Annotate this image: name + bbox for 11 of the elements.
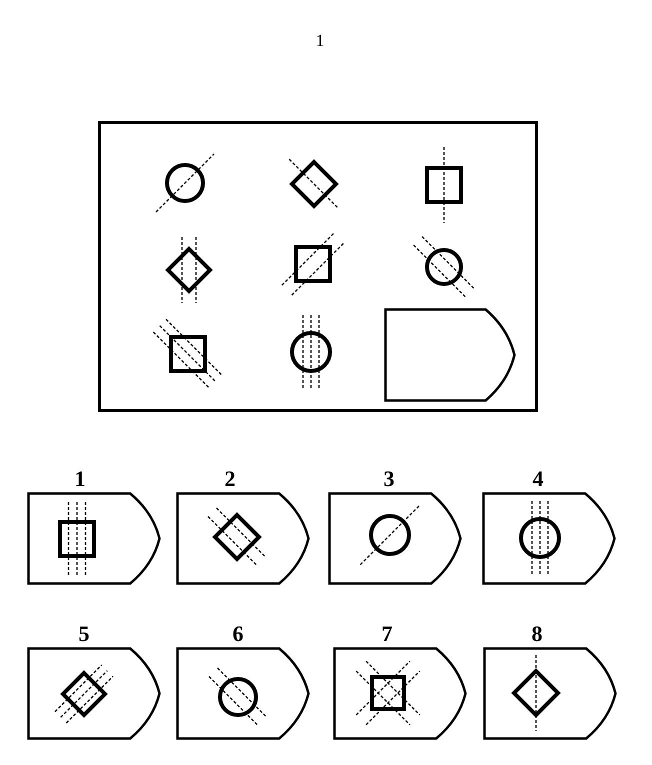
option-number: 6 (232, 623, 244, 645)
option-number: 8 (532, 623, 542, 645)
option-number: 1 (74, 468, 86, 490)
option-number: 2 (224, 468, 236, 490)
option-number: 7 (382, 623, 392, 645)
empty-answer-card (384, 308, 516, 402)
page-number: 1 (316, 32, 324, 49)
option-number: 4 (532, 468, 544, 490)
puzzle-frame (98, 121, 538, 412)
option-number: 5 (78, 623, 90, 645)
option-number: 3 (384, 468, 394, 490)
